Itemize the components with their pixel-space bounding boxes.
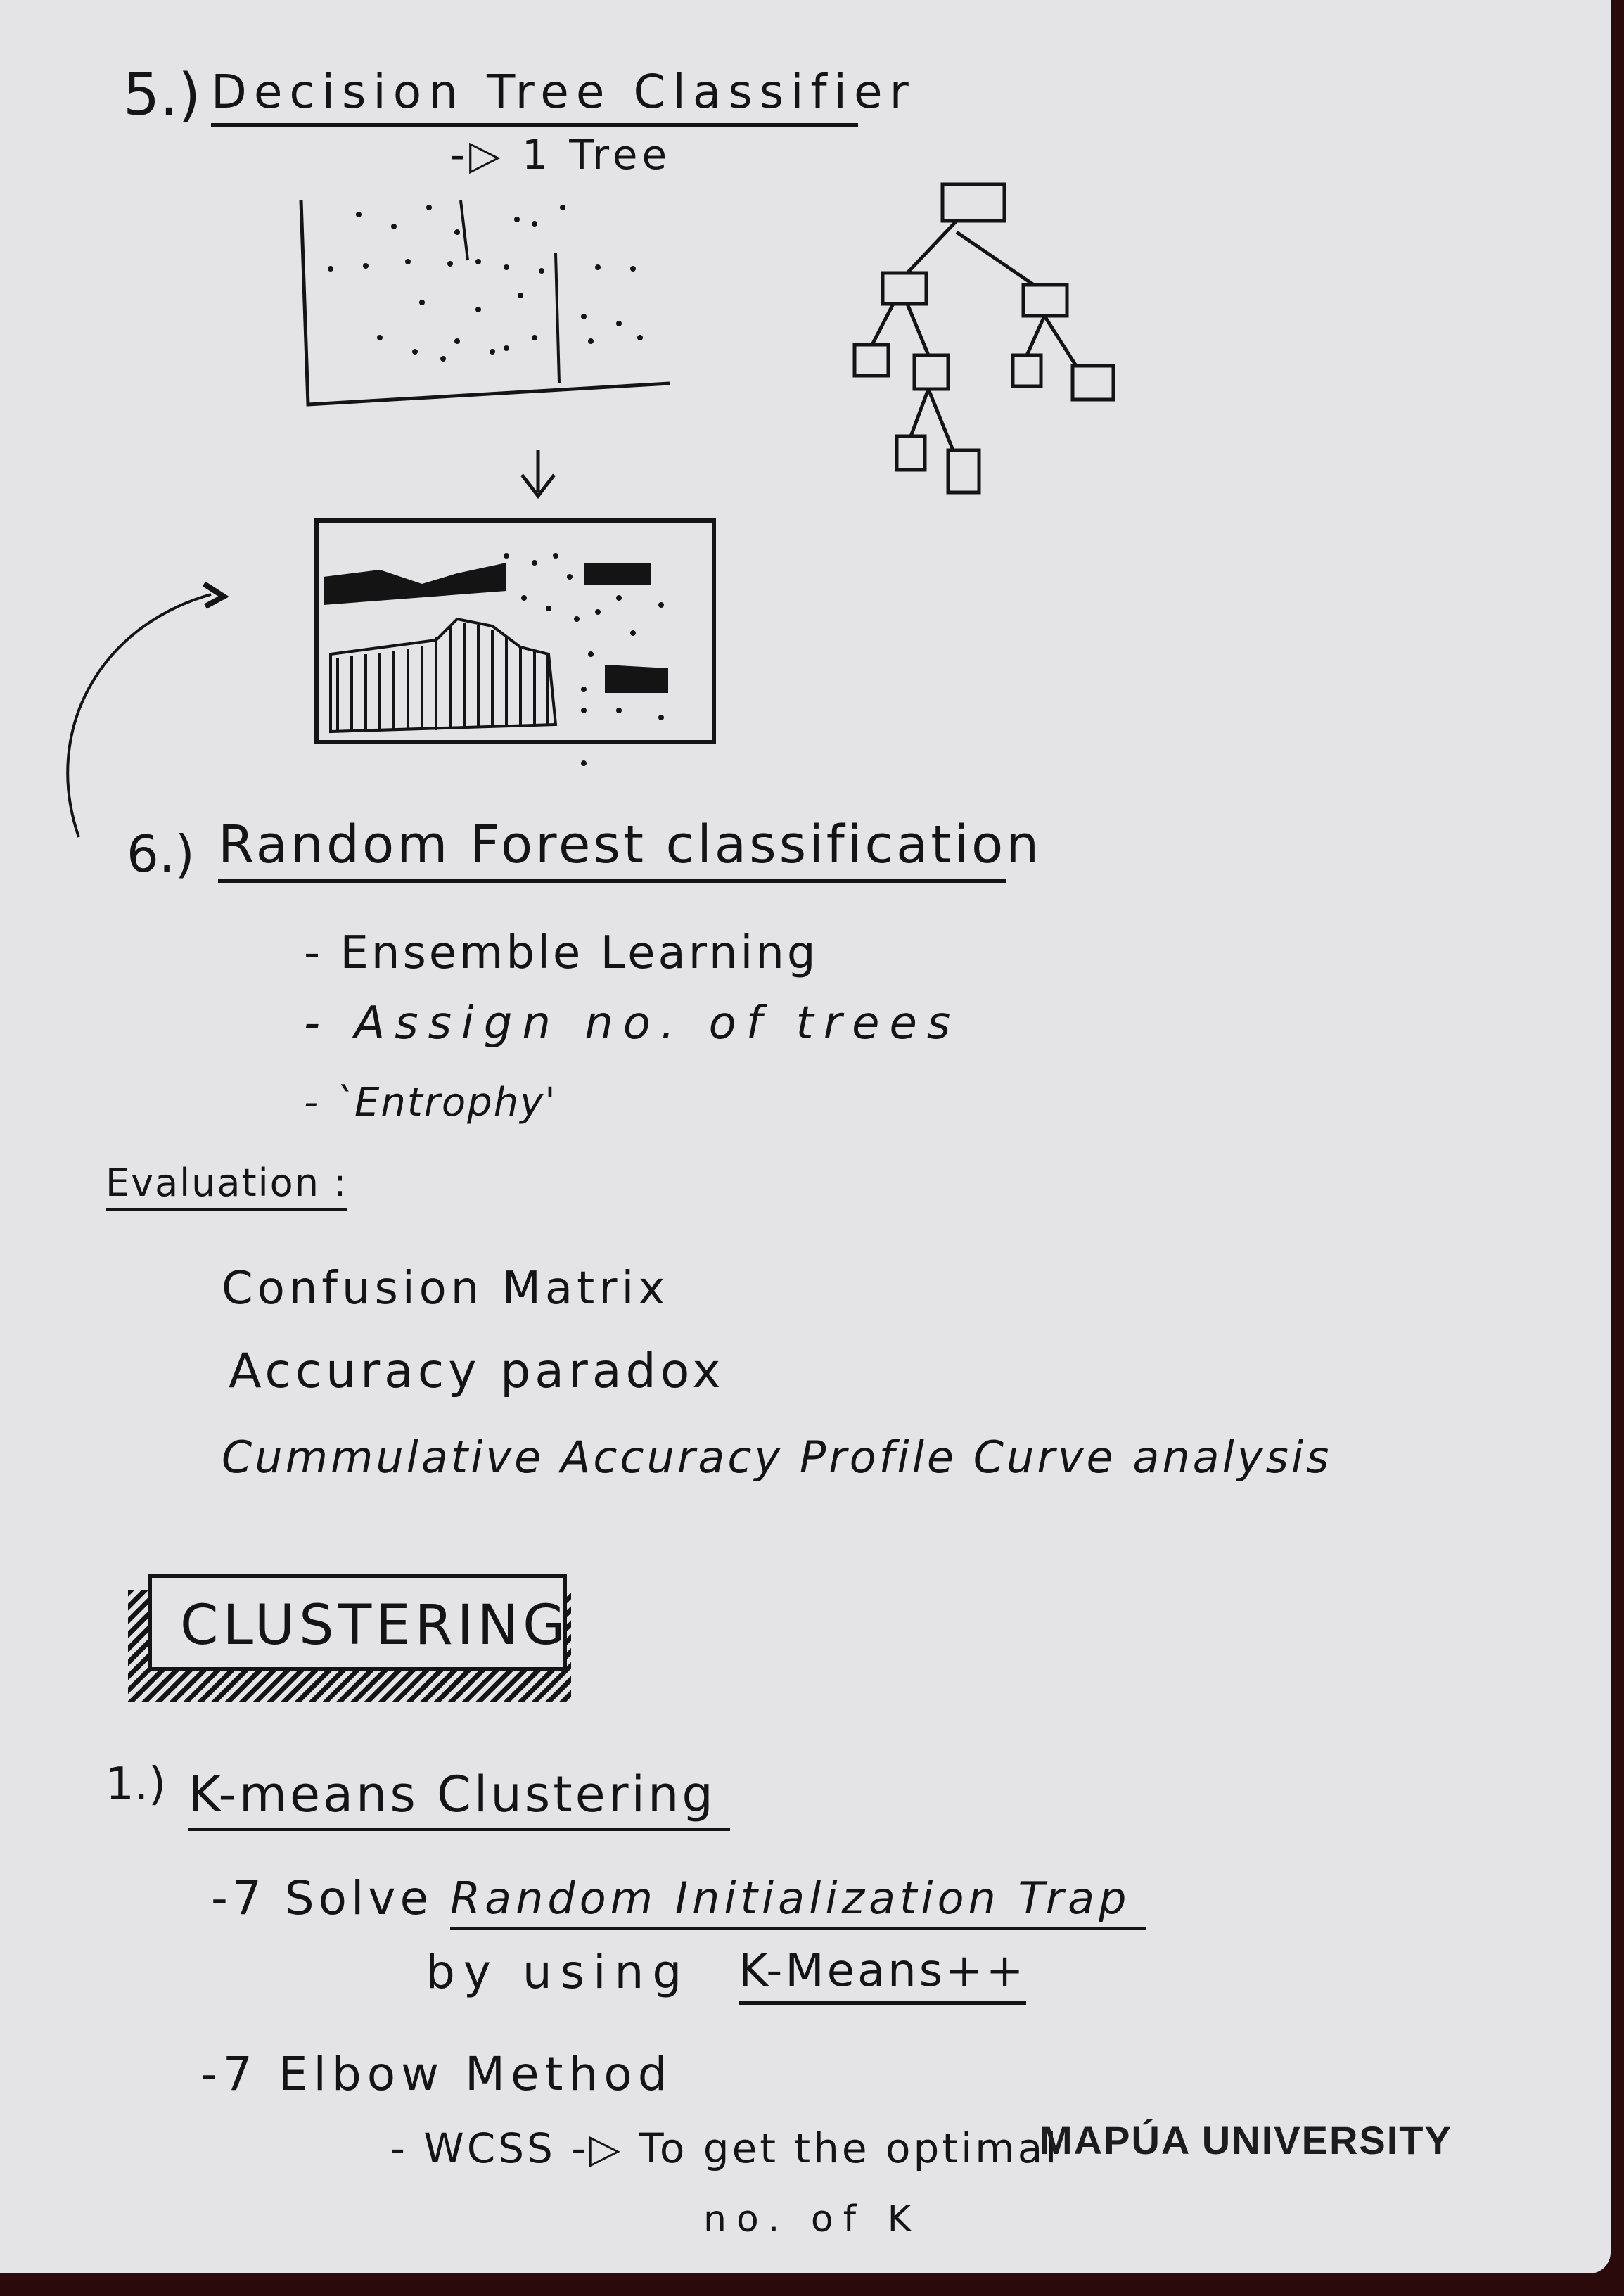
- mapua-university-logo: MAPÚA UNIVERSITY: [1040, 2118, 1452, 2162]
- kmeans-random-init-trap: Random Initialization Trap: [450, 1873, 1146, 1930]
- kmeans-by-using: by using: [426, 1945, 691, 1999]
- kmeans-title: K-means Clustering: [188, 1766, 730, 1831]
- decision-tree-title: Decision Tree Classifier: [211, 65, 909, 127]
- wcss-note: - WCSS -▷ To get the optimal: [390, 2124, 1060, 2172]
- random-forest-bullet: - Ensemble Learning: [304, 927, 819, 979]
- evaluation-item: Cummulative Accuracy Profile Curve analy…: [222, 1431, 1332, 1483]
- evaluation-heading: Evaluation :: [106, 1161, 348, 1211]
- random-forest-title: Random Forest classification: [218, 815, 1039, 883]
- random-forest-bullet: - `Entrophy': [304, 1080, 557, 1125]
- kmeans-number: 1.): [106, 1759, 167, 1811]
- tree-diagram-sketch: [852, 182, 1115, 495]
- scatter-points: [328, 205, 643, 362]
- kmeans-plusplus: K-Means++: [739, 1945, 1027, 2005]
- curved-arrow-icon: [66, 581, 229, 838]
- evaluation-item: Accuracy paradox: [229, 1344, 725, 1399]
- decision-tree-note: -▷ 1 Tree: [450, 131, 672, 179]
- random-forest-bullet: - Assign no. of trees: [304, 997, 961, 1050]
- kmeans-point1-prefix: -7 Solve: [211, 1871, 433, 1925]
- decision-regions-sketch: [314, 518, 716, 766]
- clustering-banner-text: CLUSTERING: [180, 1594, 570, 1657]
- section-number-5: 5.): [123, 62, 201, 129]
- section-number-6: 6.): [127, 824, 195, 884]
- wcss-note-continued: no. of K: [703, 2198, 921, 2240]
- scatter-plot-sketch: [299, 200, 670, 407]
- down-arrow-icon: [520, 450, 556, 499]
- elbow-method: -7 Elbow Method: [200, 2047, 673, 2101]
- clustering-banner: CLUSTERING: [148, 1574, 567, 1671]
- evaluation-item: Confusion Matrix: [222, 1263, 670, 1315]
